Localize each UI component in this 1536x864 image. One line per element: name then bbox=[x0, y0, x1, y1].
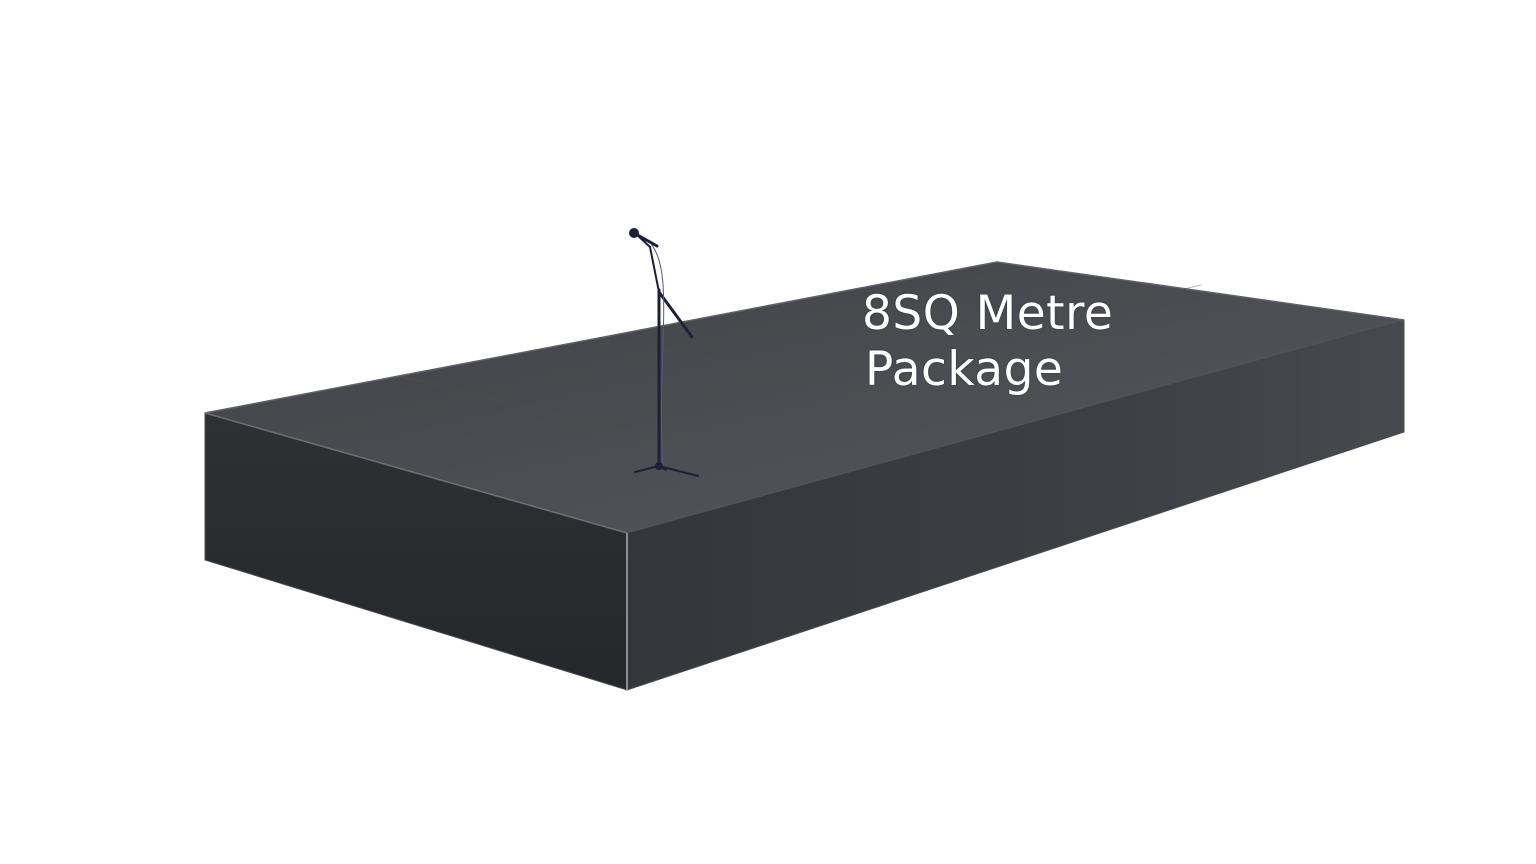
microphone-stand-icon bbox=[629, 228, 699, 477]
caption-line-size: 8SQ Metre bbox=[862, 286, 1114, 341]
caption-line-package: Package bbox=[865, 342, 1064, 397]
package-caption: 8SQ Metre Package bbox=[862, 286, 1162, 398]
